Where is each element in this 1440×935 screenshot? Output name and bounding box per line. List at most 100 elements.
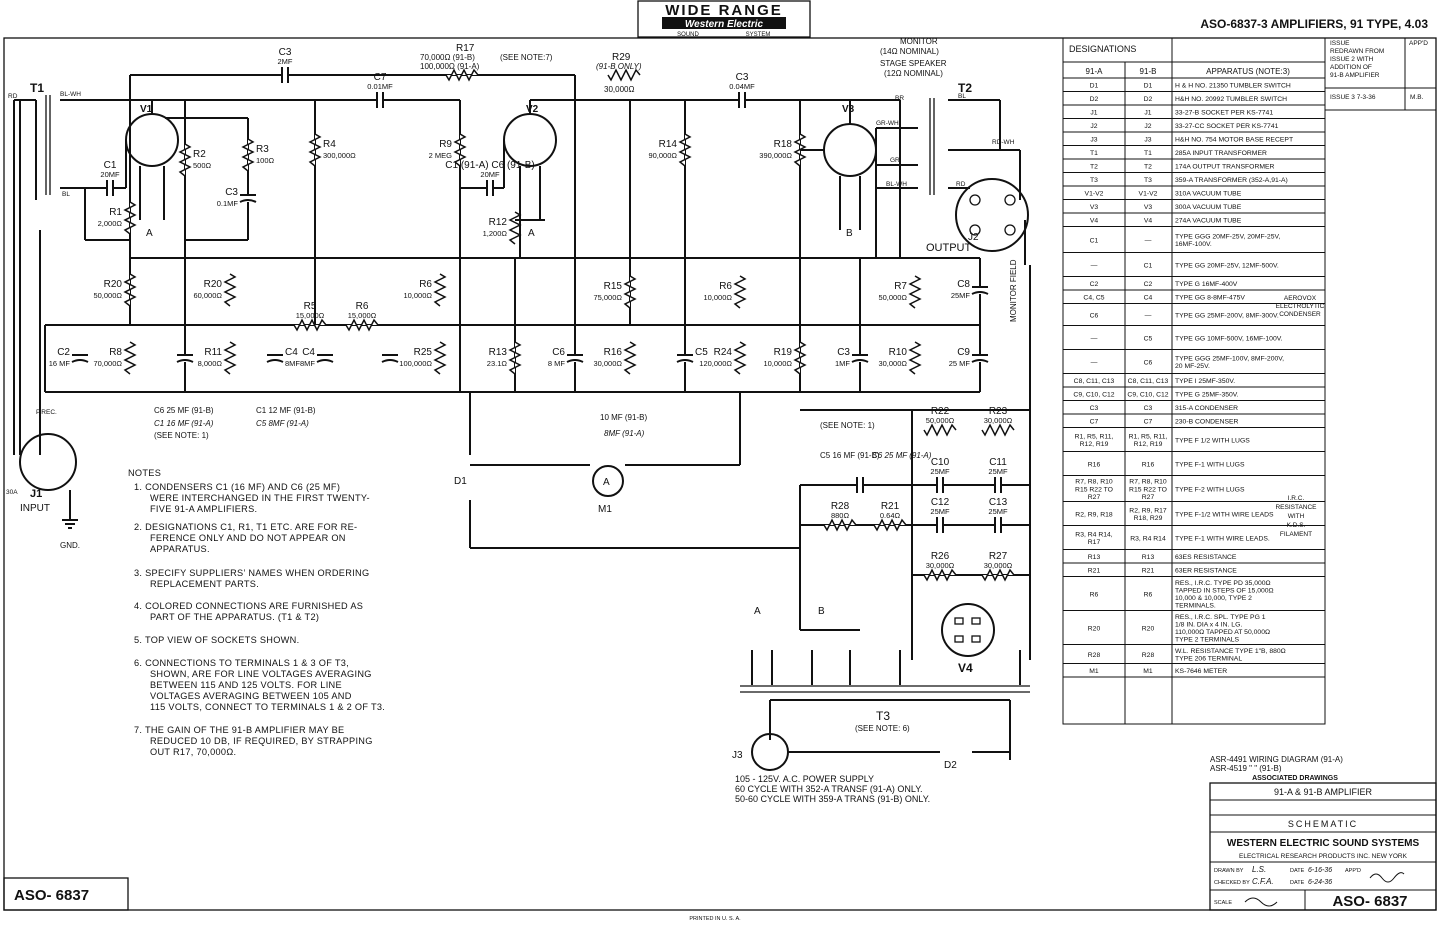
resistor-value: 120,000Ω <box>699 359 732 368</box>
cell-91b: D2 <box>1144 96 1153 103</box>
tb-checked-val: C.F.A. <box>1252 877 1274 886</box>
rev-issue: ISSUE <box>1330 40 1350 47</box>
r29-value: 30,000Ω <box>604 85 634 94</box>
cell-91b: R16 <box>1142 461 1155 468</box>
cell-apparatus: 300A VACUUM TUBE <box>1175 204 1242 211</box>
cell-apparatus: W.L. RESISTANCE TYPE 1"B, 880Ω <box>1175 648 1286 655</box>
drawing-number-left: ASO- 6837 <box>14 887 89 904</box>
input-label: INPUT <box>20 503 50 514</box>
capacitor-label: C13 <box>989 497 1008 508</box>
resistor-value: 30,000Ω <box>926 561 955 570</box>
resistor <box>445 68 479 82</box>
capacitor-label: C7 <box>374 72 387 83</box>
tb-date2: 6-24-36 <box>1308 879 1332 886</box>
cell-91b: R27 <box>1142 494 1155 501</box>
tb-drawn-val: L.S. <box>1252 865 1266 874</box>
j1-label: J1 <box>30 488 42 500</box>
cell-apparatus: TYPE I 25MF-350V. <box>1175 378 1235 385</box>
capacitor-value: 20MF <box>480 170 500 179</box>
c5-note1: 10 MF (91-B) <box>600 413 647 422</box>
capacitor <box>176 354 194 363</box>
r29-note: (91-B ONLY) <box>596 62 642 71</box>
cell-apparatus: TERMINALS. <box>1175 603 1216 610</box>
capacitor-label: C2 <box>57 347 70 358</box>
resistor-value: 2 MEG <box>429 151 453 160</box>
resistor-label: R6 <box>719 281 732 292</box>
resistor: R12,000Ω <box>98 201 137 235</box>
capacitor-value: 25MF <box>988 467 1008 476</box>
resistor-label: R4 <box>323 139 336 150</box>
capacitor-label: C10 <box>931 457 950 468</box>
cell-apparatus: 16MF-100V. <box>1175 241 1212 248</box>
cell-91a: J2 <box>1090 123 1097 130</box>
capacitor-label: C8 <box>957 279 970 290</box>
j2-socket-symbol <box>955 178 1029 252</box>
t2-gr-wh: GR-WH <box>876 120 899 127</box>
r29-label: R29 <box>612 52 631 63</box>
cell-apparatus: TYPE F-2 WITH LUGS <box>1175 486 1245 493</box>
resistor-label: R14 <box>659 139 678 150</box>
resistor-value: 50,000Ω <box>93 291 122 300</box>
note-item: 1. CONDENSERS C1 (16 MF) AND C6 (25 MF)W… <box>134 482 370 514</box>
resistor-label: R23 <box>989 406 1008 417</box>
revision-block: ISSUE APP'D REDRAWN FROM ISSUE 2 WITH AD… <box>1324 38 1436 111</box>
tb-drawn: DRAWN BY <box>1214 868 1244 874</box>
capacitor-value: 16 MF <box>49 359 71 368</box>
cell-91a: C8, C11, C13 <box>1074 378 1115 385</box>
c1-note2: C5 8MF (91-A) <box>256 419 309 428</box>
resistor-value: 60,000Ω <box>193 291 222 300</box>
cell-91a: V3 <box>1090 204 1099 211</box>
resistor-label: R18 <box>774 139 793 150</box>
cell-91a: — <box>1091 262 1098 269</box>
cell-apparatus: TYPE F-1/2 WITH WIRE LEADS <box>1175 511 1274 518</box>
cell-91a: R12, R19 <box>1080 441 1109 448</box>
resistor-label: R27 <box>989 551 1008 562</box>
v3-tube-symbol <box>823 123 877 177</box>
rev-text2: ISSUE 2 WITH <box>1330 56 1374 63</box>
schematic-wiring <box>13 74 1031 771</box>
note-item: 6. CONNECTIONS TO TERMINALS 1 & 3 OF T3,… <box>134 658 385 712</box>
capacitor: C70.01MF <box>367 72 393 109</box>
col-header-91b: 91-B <box>1140 67 1157 76</box>
resistor-label: R8 <box>109 347 122 358</box>
cell-91a: C9, C10, C12 <box>1073 392 1114 399</box>
t1-label: T1 <box>30 81 44 95</box>
stage-speaker-label: STAGE SPEAKER <box>880 59 947 68</box>
t2-br: BR <box>895 95 904 102</box>
notes-heading: NOTES <box>128 468 161 478</box>
resistor: R92 MEG <box>429 133 467 167</box>
cell-91b: C3 <box>1144 405 1153 412</box>
resistor-value: 10,000Ω <box>703 293 732 302</box>
sheet-border <box>3 37 1437 911</box>
col-header-apparatus: APPARATUS (NOTE:3) <box>1206 67 1290 76</box>
monitor-field-label: MONITOR FIELD <box>1009 259 1018 322</box>
cell-91b: M1 <box>1143 668 1153 675</box>
cell-apparatus: 285A INPUT TRANSFORMER <box>1175 150 1267 157</box>
assoc-line2: ASR-4519 " " (91-B) <box>1210 764 1282 773</box>
t2-rd-wh: RD-WH <box>992 139 1015 146</box>
cell-91a: R15 R22 TO <box>1075 486 1113 493</box>
c1-note1: C1 12 MF (91-B) <box>256 406 316 415</box>
